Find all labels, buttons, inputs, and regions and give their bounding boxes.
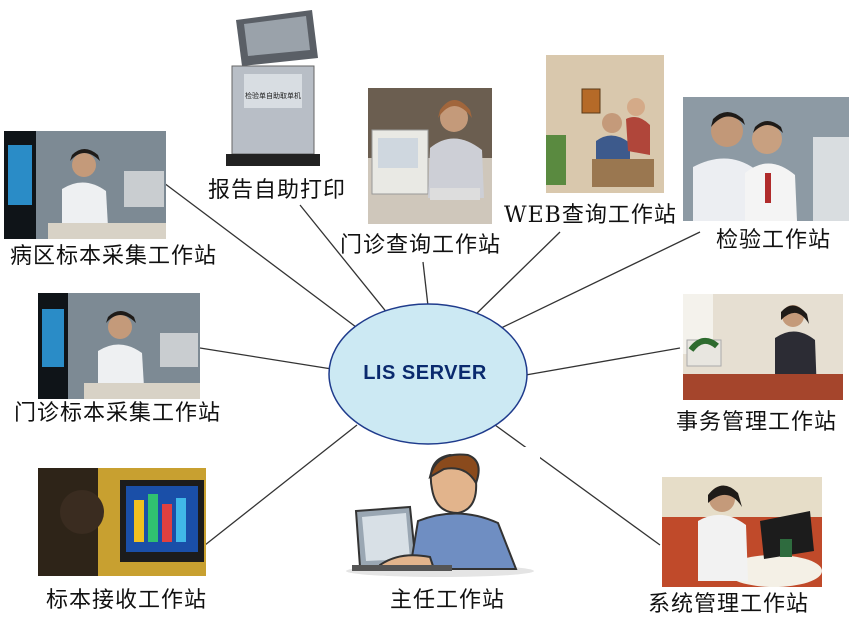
specimen-receive-photo — [38, 468, 206, 576]
connector-outpatient-query — [422, 261, 429, 307]
label-ward-sampling: 病区标本采集工作站 — [10, 244, 218, 269]
system-admin-photo — [662, 477, 822, 587]
lis-server-label: LIS SERVER — [363, 362, 487, 384]
label-web-query: WEB查询工作站 — [504, 203, 677, 228]
connector-report-print — [299, 204, 389, 315]
label-outpatient-sampling: 门诊标本采集工作站 — [14, 401, 222, 426]
connector-lines — [159, 179, 701, 546]
label-outpatient-query: 门诊查询工作站 — [340, 233, 502, 258]
label-system-admin: 系统管理工作站 — [648, 592, 810, 617]
lab-test-photo — [683, 97, 849, 221]
affairs-photo — [683, 294, 843, 400]
connector-outpatient-sampling — [199, 347, 339, 371]
kiosk-text: 检验单自助取单机 — [245, 91, 301, 100]
label-director: 主任工作站 — [390, 588, 506, 613]
label-lab-test: 检验工作站 — [716, 228, 832, 253]
connector-system-admin — [494, 424, 661, 546]
outpatient-query-photo — [368, 88, 492, 224]
label-specimen-receive: 标本接收工作站 — [46, 588, 208, 613]
connector-affairs — [519, 347, 681, 377]
ward-sampling-photo — [4, 131, 166, 239]
connector-ward-sampling — [159, 179, 361, 331]
label-affairs: 事务管理工作站 — [676, 410, 838, 435]
label-report-print: 报告自助打印 — [208, 178, 347, 203]
lis-server-node — [328, 303, 528, 445]
kiosk-photo: 检验单自助取单机 — [222, 8, 322, 170]
web-query-photo — [546, 55, 664, 193]
connector-specimen-receive — [204, 424, 358, 546]
director-photo — [340, 447, 540, 579]
outpatient-sampling-photo — [38, 293, 200, 399]
connector-lab-test — [496, 231, 701, 331]
connector-web-query — [471, 231, 561, 319]
